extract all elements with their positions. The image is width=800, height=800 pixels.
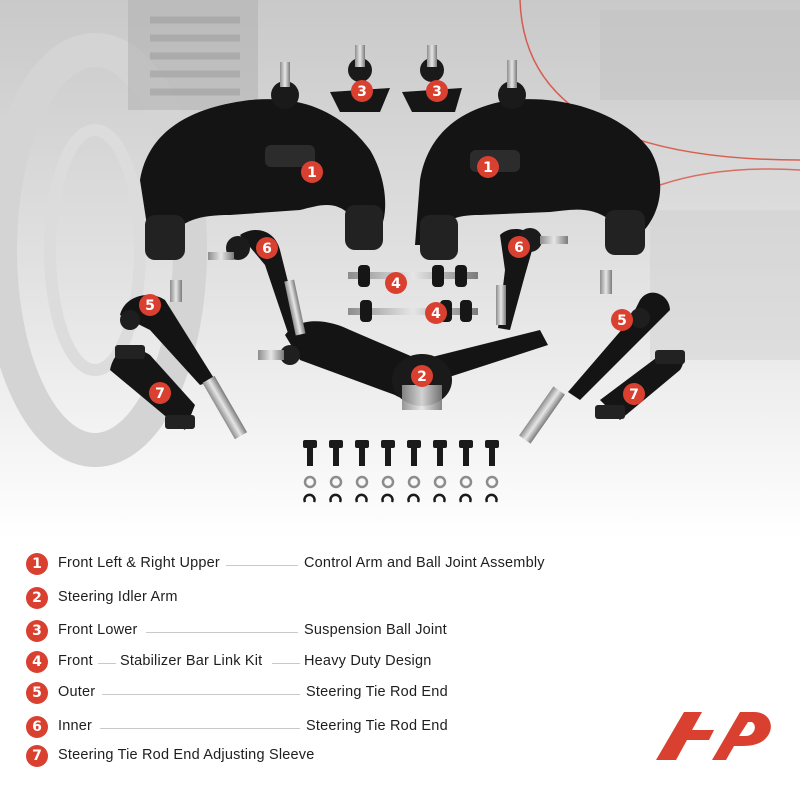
adjusting-sleeve-right — [595, 350, 685, 420]
callout-1-left: 1 — [301, 161, 323, 183]
brand-logo-icon — [656, 712, 771, 760]
legend-badge: 4 — [26, 651, 48, 673]
legend-text-c: Steering Tie Rod End — [306, 684, 448, 700]
legend-item-3: 3 Front Lower Suspension Ball Joint — [26, 619, 646, 643]
legend-item-5: 5 Outer Steering Tie Rod End — [26, 681, 646, 705]
callout-4-bottom: 4 — [425, 302, 447, 324]
callout-5-right: 5 — [611, 309, 633, 331]
callout-4-top: 4 — [385, 272, 407, 294]
callout-2: 2 — [411, 365, 433, 387]
legend-text-c: Control Arm and Ball Joint Assembly — [304, 555, 545, 571]
legend-item-6: 6 Inner Steering Tie Rod End — [26, 715, 646, 739]
svg-text:6: 6 — [262, 241, 272, 257]
legend-badge: 6 — [26, 716, 48, 738]
svg-text:2: 2 — [417, 369, 427, 385]
hardware-bolts — [303, 440, 499, 503]
callout-3-right: 3 — [426, 80, 448, 102]
legend-badge: 7 — [26, 745, 48, 767]
leader-line — [102, 694, 300, 695]
legend-text-a: Steering Tie Rod End Adjusting Sleeve — [58, 747, 315, 763]
leader-line — [272, 663, 300, 664]
callout-7-left: 7 — [149, 382, 171, 404]
leader-line — [100, 728, 300, 729]
svg-text:4: 4 — [431, 306, 441, 322]
legend-text-b: Stabilizer Bar Link Kit — [120, 653, 263, 669]
leader-line — [226, 565, 298, 566]
callout-5-left: 5 — [139, 294, 161, 316]
stabilizer-link-kit — [348, 265, 478, 322]
legend-item-1: 1 Front Left & Right Upper Control Arm a… — [26, 552, 646, 576]
leader-line — [146, 632, 298, 633]
upper-control-arm-left — [140, 62, 386, 260]
svg-text:7: 7 — [155, 386, 165, 402]
legend-text-a: Outer — [58, 684, 96, 700]
svg-text:5: 5 — [145, 298, 155, 314]
svg-text:4: 4 — [391, 276, 401, 292]
callout-3-left: 3 — [351, 80, 373, 102]
callout-6-left: 6 — [256, 237, 278, 259]
svg-text:5: 5 — [617, 313, 627, 329]
legend-item-4: 4 Front Stabilizer Bar Link Kit Heavy Du… — [26, 650, 646, 674]
legend-badge: 1 — [26, 553, 48, 575]
callout-1-right: 1 — [477, 156, 499, 178]
svg-text:1: 1 — [307, 165, 317, 181]
legend-text-a: Front Lower — [58, 622, 138, 638]
svg-text:7: 7 — [629, 387, 639, 403]
svg-text:3: 3 — [432, 84, 442, 100]
callout-6-right: 6 — [508, 236, 530, 258]
product-photo: 1 1 2 3 3 4 4 5 5 6 6 7 7 — [0, 0, 800, 540]
svg-text:6: 6 — [514, 240, 524, 256]
upper-control-arm-right — [415, 60, 661, 260]
legend-text-c: Heavy Duty Design — [304, 653, 432, 669]
legend-badge: 3 — [26, 620, 48, 642]
legend-item-7: 7 Steering Tie Rod End Adjusting Sleeve — [26, 744, 646, 768]
callout-7-right: 7 — [623, 383, 645, 405]
leader-line — [98, 663, 116, 664]
legend-text-a: Inner — [58, 718, 93, 734]
outer-tie-rod-end-left — [120, 280, 248, 440]
legend-badge: 2 — [26, 587, 48, 609]
legend-text-a: Front — [58, 653, 93, 669]
legend-text-a: Steering Idler Arm — [58, 589, 178, 605]
outer-tie-rod-end-right — [519, 270, 670, 444]
legend-text-c: Suspension Ball Joint — [304, 622, 447, 638]
legend-text-a: Front Left & Right Upper — [58, 555, 220, 571]
svg-text:1: 1 — [483, 160, 493, 176]
legend-text-c: Steering Tie Rod End — [306, 718, 448, 734]
inner-tie-rod-end-left — [208, 230, 306, 336]
svg-text:3: 3 — [357, 84, 367, 100]
vehicle-background — [0, 0, 800, 540]
legend-item-2: 2 Steering Idler Arm — [26, 586, 646, 610]
legend-badge: 5 — [26, 682, 48, 704]
parts-legend: 1 Front Left & Right Upper Control Arm a… — [0, 540, 800, 800]
